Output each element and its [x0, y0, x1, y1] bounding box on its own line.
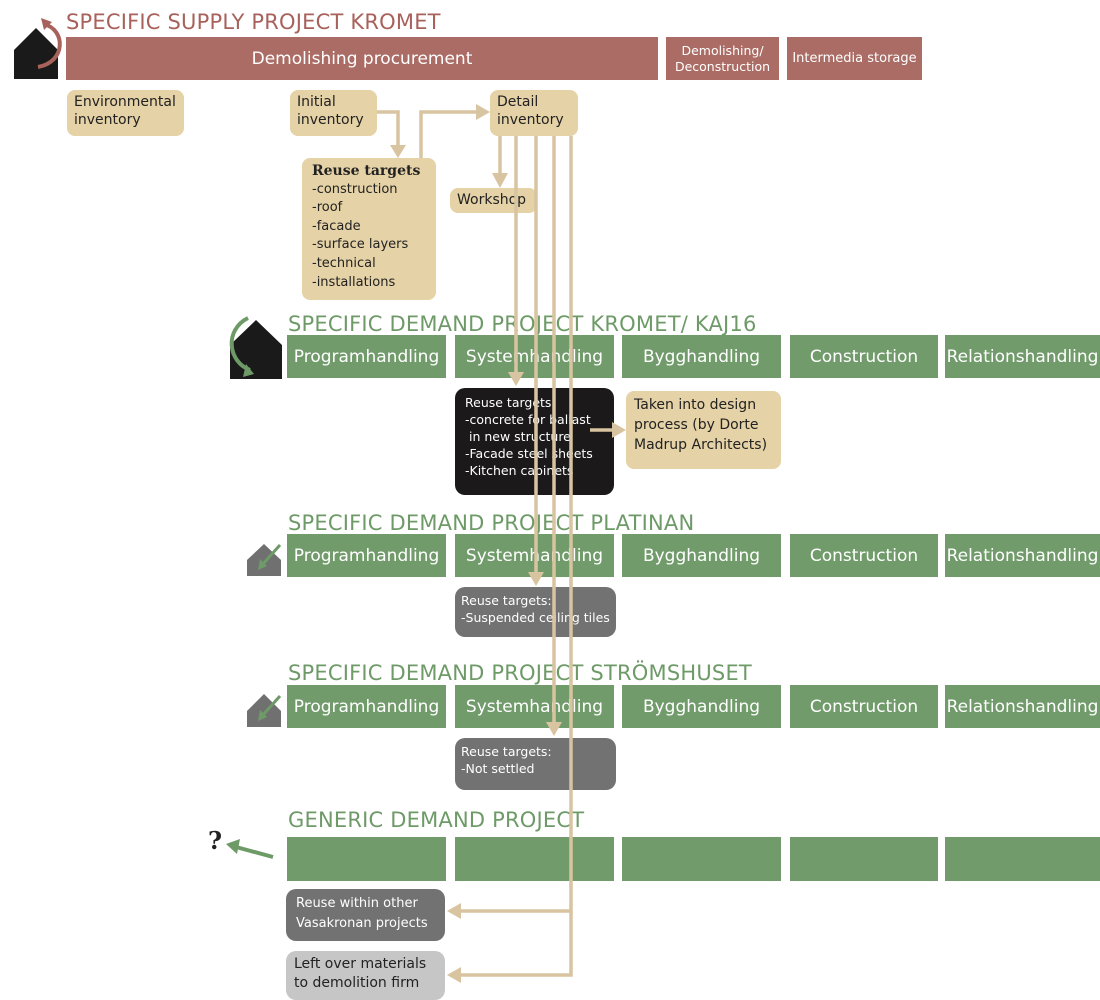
reuse-item: -surface layers	[312, 237, 409, 253]
leftover-materials-box: Left over materials to demolition firm	[286, 951, 445, 1000]
demolishing-deconstruction-bar: Demolishing/ Deconstruction	[666, 37, 779, 80]
stromshuset-house-icon	[247, 694, 282, 727]
platinan-phase-construction: Construction	[790, 534, 938, 577]
kromet-phase-construction: Construction	[790, 335, 938, 378]
initial-line2: inventory	[297, 112, 364, 128]
stromshuset-phase-programhandling: Programhandling	[287, 685, 446, 728]
stromshuset-phase-systemhandling: Systemhandling	[455, 685, 614, 728]
generic-phase-5	[945, 837, 1100, 881]
reuse-item: -technical	[312, 255, 376, 271]
vasakronan-line: Reuse within other	[296, 896, 418, 911]
generic-phase-4	[790, 837, 938, 881]
reuse-item: -installations	[312, 274, 396, 290]
arrowhead	[390, 145, 406, 158]
stromshuset-phase-bygghandling: Bygghandling	[622, 685, 781, 728]
generic-title: GENERIC DEMAND PROJECT	[288, 808, 585, 832]
platinan-phase-systemhandling: Systemhandling	[455, 534, 614, 577]
workshop-box: Workshop	[450, 188, 537, 213]
generic-phase-3	[622, 837, 781, 881]
arrow-initial-to-reuse	[377, 110, 400, 145]
design-line: process (by Dorte	[634, 417, 759, 433]
generic-arrow-icon	[226, 839, 274, 859]
stromshuset-reuse-line: Reuse targets:	[461, 744, 552, 759]
platinan-reuse-line: -Suspended ceiling tiles	[461, 610, 610, 625]
platinan-reuse-targets-box: Reuse targets: -Suspended ceiling tiles	[455, 587, 616, 637]
design-line: Taken into design	[634, 397, 757, 413]
reuse-targets-box: Reuse targets -construction -roof -facad…	[302, 158, 436, 300]
arrowhead	[447, 903, 461, 919]
supply-house-icon	[14, 18, 62, 79]
kromet-phase-bygghandling: Bygghandling	[622, 335, 781, 378]
vasakronan-reuse-box: Reuse within other Vasakronan projects	[286, 889, 445, 941]
kromet-phase-programhandling: Programhandling	[287, 335, 446, 378]
demolishing-line1: Demolishing/	[681, 42, 764, 58]
environmental-line2: inventory	[74, 112, 141, 128]
detail-line1: Detail	[497, 94, 539, 110]
stromshuset-reuse-line: -Not settled	[461, 761, 535, 776]
leftover-line: Left over materials	[294, 956, 427, 972]
arrow-reuse-to-detail	[419, 110, 476, 158]
kromet-reuse-targets-box: Reuse targets: -concrete for ballast in …	[455, 388, 614, 495]
kromet-title: SPECIFIC DEMAND PROJECT KROMET/ KAJ16	[288, 312, 757, 336]
design-process-box: Taken into design process (by Dorte Madr…	[626, 391, 781, 469]
stromshuset-title: SPECIFIC DEMAND PROJECT STRÖMSHUSET	[288, 661, 752, 685]
initial-inventory-box: Initial inventory	[290, 90, 377, 136]
generic-phase-2	[455, 837, 614, 881]
demolishing-line2: Deconstruction	[674, 58, 771, 74]
leftover-line: to demolition firm	[294, 975, 420, 991]
kromet-reuse-line: -concrete for ballast	[465, 412, 591, 427]
kromet-reuse-line: in new structure	[465, 429, 571, 444]
kromet-house-icon	[229, 316, 282, 379]
stromshuset-phase-relationshandling: Relationshandling	[945, 685, 1100, 728]
reuse-item: -facade	[312, 218, 361, 234]
reuse-item: -construction	[312, 181, 398, 197]
arrowhead	[447, 967, 461, 983]
platinan-phase-programhandling: Programhandling	[287, 534, 446, 577]
arrowhead	[612, 422, 626, 438]
arrowhead	[492, 173, 508, 188]
kromet-reuse-line: Reuse targets:	[465, 395, 556, 410]
initial-line1: Initial	[297, 94, 336, 110]
reuse-item: -roof	[312, 200, 343, 216]
platinan-phase-relationshandling: Relationshandling	[945, 534, 1100, 577]
kromet-phase-relationshandling: Relationshandling	[945, 335, 1100, 378]
platinan-reuse-line: Reuse targets:	[461, 593, 552, 608]
vasakronan-line: Vasakronan projects	[296, 916, 428, 931]
reuse-targets-title: Reuse targets	[312, 163, 421, 179]
platinan-house-icon	[247, 543, 282, 576]
intermedia-storage-bar: Intermedia storage	[787, 37, 922, 80]
detail-inventory-box: Detail inventory	[490, 90, 578, 136]
platinan-title: SPECIFIC DEMAND PROJECT PLATINAN	[288, 511, 695, 535]
stromshuset-phase-construction: Construction	[790, 685, 938, 728]
arrowhead	[476, 104, 490, 120]
design-line: Madrup Architects)	[634, 437, 768, 453]
demolishing-procurement-bar: Demolishing procurement	[66, 37, 658, 80]
arrow-detail-to-leftover	[460, 911, 573, 977]
detail-line2: inventory	[497, 112, 564, 128]
question-mark: ?	[208, 826, 223, 855]
platinan-phase-bygghandling: Bygghandling	[622, 534, 781, 577]
generic-phase-1	[287, 837, 446, 881]
environmental-line1: Environmental	[74, 94, 176, 110]
kromet-reuse-line: -Facade steel sheets	[465, 446, 593, 461]
kromet-reuse-line: -Kitchen cabinets	[465, 463, 574, 478]
kromet-phase-systemhandling: Systemhandling	[455, 335, 614, 378]
environmental-inventory-box: Environmental inventory	[67, 90, 184, 136]
stromshuset-reuse-targets-box: Reuse targets: -Not settled	[455, 738, 616, 790]
supply-title: SPECIFIC SUPPLY PROJECT KROMET	[66, 10, 441, 34]
